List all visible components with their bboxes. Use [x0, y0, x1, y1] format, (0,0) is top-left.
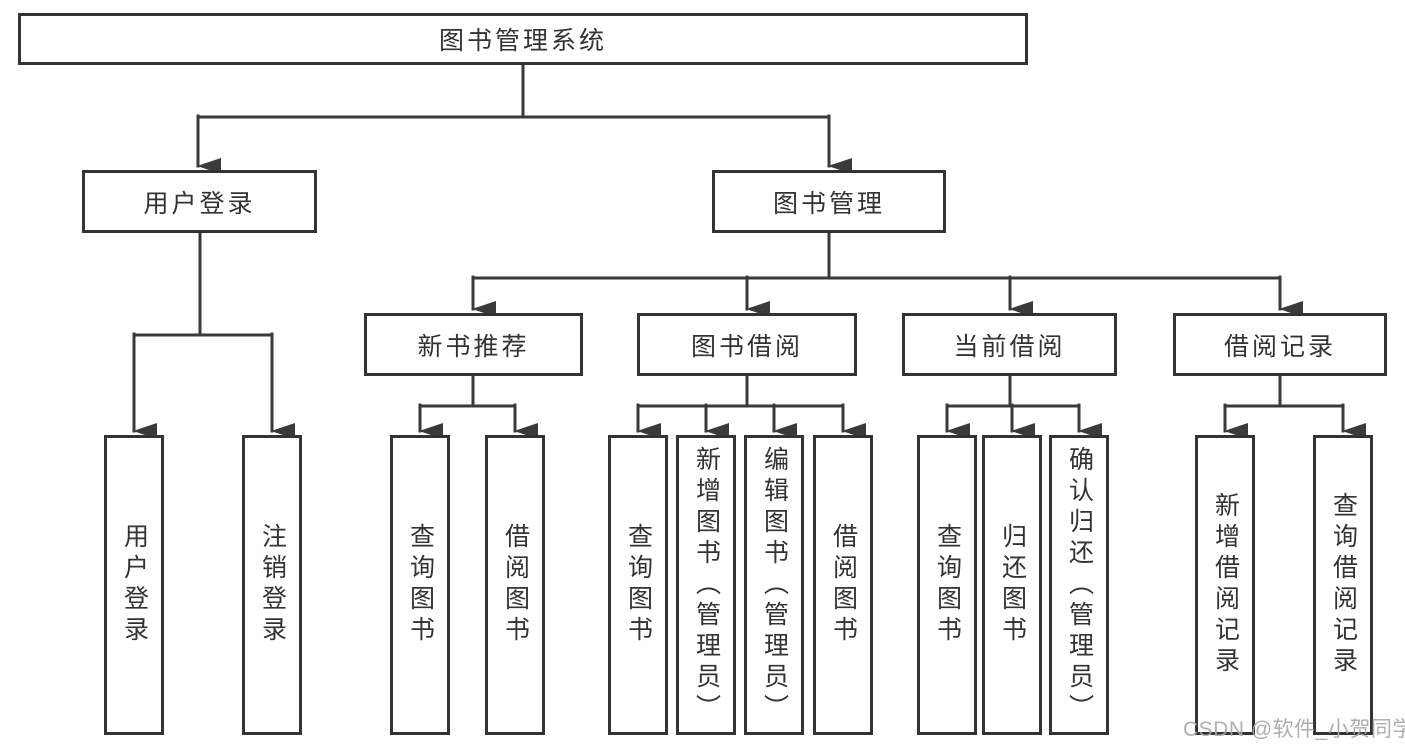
node-book-borrow-label: 图书借阅: [690, 332, 803, 361]
leaf-bb-query-books-label: 查询图书: [624, 523, 653, 647]
node-root: 图书管理系统: [18, 13, 1028, 65]
leaf-cb-return-books: 归还图书: [982, 435, 1042, 735]
leaf-rec-query-books: 查询图书: [390, 435, 450, 735]
leaf-bb-add-books-admin-label: 新增图书（管理员）: [692, 445, 721, 725]
node-user-login: 用户登录: [82, 170, 317, 233]
leaf-logout: 注销登录: [242, 435, 302, 735]
leaf-cb-confirm-return-admin-label: 确认归还（管理员）: [1065, 445, 1094, 725]
node-book-mgmt-label: 图书管理: [772, 189, 885, 218]
leaf-user-login-label: 用户登录: [120, 523, 149, 647]
node-user-login-label: 用户登录: [143, 189, 256, 218]
leaf-logout-label: 注销登录: [258, 523, 287, 647]
leaf-rec-borrow-books: 借阅图书: [485, 435, 545, 735]
node-new-book-rec-label: 新书推荐: [417, 332, 530, 361]
leaf-bb-borrow-books-label: 借阅图书: [829, 523, 858, 647]
node-book-mgmt: 图书管理: [712, 170, 946, 233]
leaf-br-query-record-label: 查询借阅记录: [1329, 492, 1358, 678]
node-borrow-record: 借阅记录: [1173, 313, 1387, 376]
node-borrow-record-label: 借阅记录: [1223, 332, 1336, 361]
node-root-label: 图书管理系统: [438, 27, 607, 55]
csdn-watermark: CSDN @软件_小贺同学: [1183, 718, 1405, 741]
node-book-borrow: 图书借阅: [637, 313, 857, 376]
leaf-br-add-record: 新增借阅记录: [1195, 435, 1255, 735]
leaf-bb-edit-books-admin: 编辑图书（管理员）: [744, 435, 804, 735]
leaf-bb-edit-books-admin-label: 编辑图书（管理员）: [760, 445, 789, 725]
node-current-borrow-label: 当前借阅: [953, 332, 1066, 361]
leaf-br-query-record: 查询借阅记录: [1313, 435, 1373, 735]
leaf-cb-query-books: 查询图书: [917, 435, 977, 735]
leaf-rec-borrow-books-label: 借阅图书: [501, 523, 530, 647]
node-current-borrow: 当前借阅: [902, 313, 1117, 376]
leaf-cb-confirm-return-admin: 确认归还（管理员）: [1049, 435, 1109, 735]
leaf-br-add-record-label: 新增借阅记录: [1211, 492, 1240, 678]
leaf-user-login: 用户登录: [104, 435, 164, 735]
leaf-bb-query-books: 查询图书: [608, 435, 668, 735]
node-new-book-rec: 新书推荐: [364, 313, 583, 376]
leaf-cb-query-books-label: 查询图书: [933, 523, 962, 647]
leaf-bb-borrow-books: 借阅图书: [813, 435, 873, 735]
leaf-bb-add-books-admin: 新增图书（管理员）: [676, 435, 736, 735]
leaf-rec-query-books-label: 查询图书: [406, 523, 435, 647]
leaf-cb-return-books-label: 归还图书: [998, 523, 1027, 647]
